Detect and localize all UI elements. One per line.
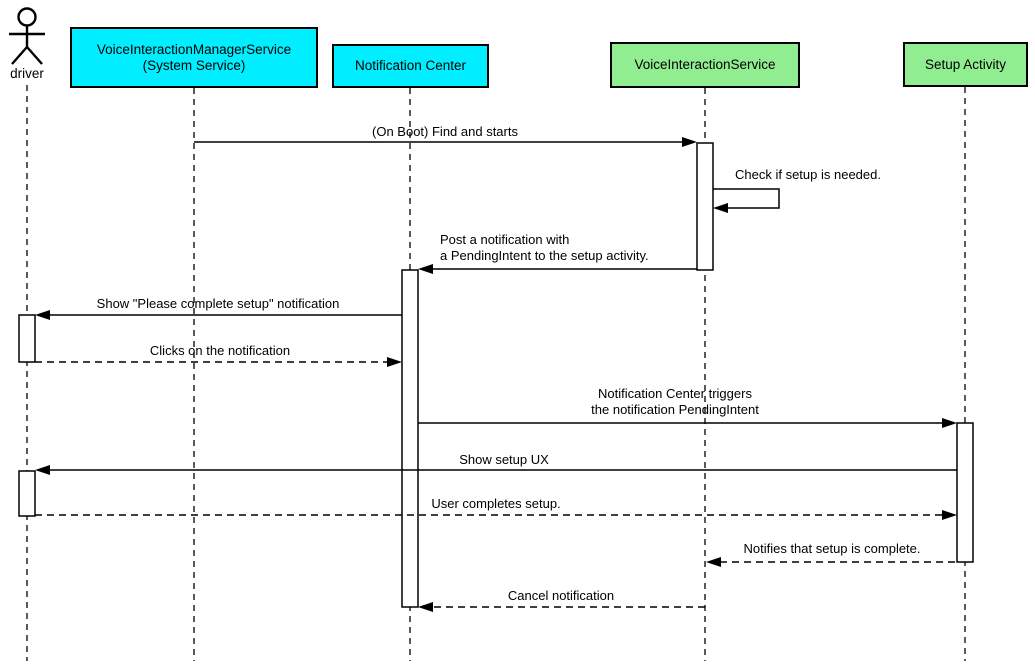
actor-driver-label: driver [10, 66, 44, 81]
message-arrowhead-0 [682, 137, 697, 147]
message-arrowhead-4 [387, 357, 402, 367]
actor-head [17, 7, 37, 27]
participant-box-notification-center: Notification Center [332, 44, 489, 88]
actor-leg-right [26, 46, 43, 65]
message-label-show-please-complete-setup: Show "Please complete setup" notificatio… [96, 296, 340, 311]
message-arrowhead-5 [942, 418, 957, 428]
message-arrowhead-9 [418, 602, 433, 612]
message-self-arrow-1 [713, 188, 780, 209]
message-arrowhead-1 [713, 203, 728, 213]
participant-box-setup-activity: Setup Activity [903, 42, 1028, 87]
message-arrowhead-6 [35, 465, 50, 475]
message-label-user-completes-setup: User completes setup. [431, 496, 561, 511]
message-label-post-a-notification: Post a notification with a PendingIntent… [440, 232, 649, 263]
message-label-on-boot-find-and-starts: (On Boot) Find and starts [372, 124, 518, 139]
message-label-show-setup-ux: Show setup UX [459, 452, 549, 467]
activation-bar [956, 422, 974, 563]
participant-box-voice-interaction-service: VoiceInteractionService [610, 42, 800, 88]
message-label-triggers-pendingintent: Notification Center triggers the notific… [591, 386, 759, 417]
participant-box-voice-interaction-manager-service: VoiceInteractionManagerService (System S… [70, 27, 318, 88]
message-arrowhead-2 [418, 264, 433, 274]
activation-bar [18, 314, 36, 363]
activation-bar [401, 269, 419, 608]
activation-bar [18, 470, 36, 517]
message-label-cancel-notification: Cancel notification [507, 588, 615, 603]
message-arrowhead-7 [942, 510, 957, 520]
message-label-notifies-setup-complete: Notifies that setup is complete. [743, 541, 921, 556]
message-label-clicks-on-the-notification: Clicks on the notification [149, 343, 291, 358]
activation-bar [696, 142, 714, 271]
message-label-check-if-setup-is-needed: Check if setup is needed. [735, 167, 881, 182]
message-arrowhead-8 [706, 557, 721, 567]
actor-leg-left [11, 46, 28, 65]
message-arrowhead-3 [35, 310, 50, 320]
